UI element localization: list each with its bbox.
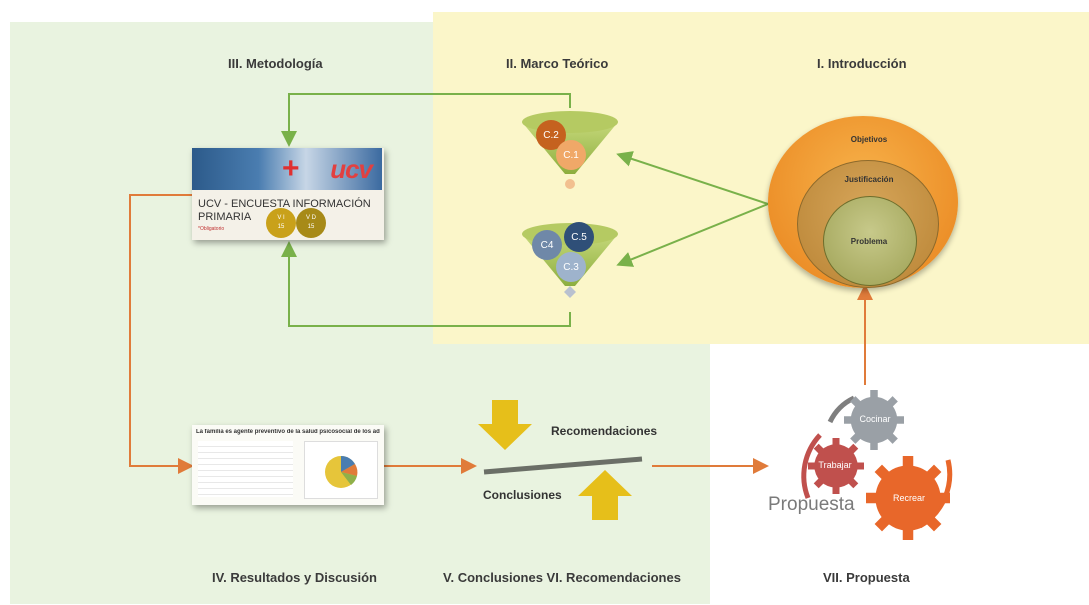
report-chart-frame	[304, 441, 378, 499]
variable-independent-badge: V I 15	[266, 208, 296, 238]
down-arrow-icon	[478, 400, 532, 450]
cycle-arrow-top-icon	[827, 395, 856, 424]
vi-label: V I	[277, 215, 285, 221]
funnel-bottom-category-c5: C.5	[564, 222, 594, 252]
up-arrow-icon	[578, 470, 632, 520]
arrow-intro-to-funnel-bottom	[616, 203, 769, 267]
intro-label-justification: Justificación	[844, 175, 894, 184]
header-theoretical-framework: II. Marco Teórico	[506, 56, 609, 71]
intro-label-problem: Problema	[850, 237, 888, 246]
proposal-word: Propuesta	[768, 494, 855, 515]
gear-label-cocinar: Cocinar	[859, 414, 891, 424]
report-title: La familia es agente preventivo de la sa…	[196, 429, 380, 435]
report-pie-chart	[325, 455, 358, 488]
report-table	[198, 441, 293, 497]
vd-count: 15	[307, 224, 315, 230]
intro-label-objectives: Objetivos	[850, 135, 888, 144]
arrow-theory-to-methodology-top	[281, 93, 571, 147]
survey-required-note: *Obligatorio	[198, 226, 225, 232]
balance-beam	[483, 456, 643, 475]
funnel-top-category-c1: C.1	[556, 140, 586, 170]
header-results-discussion: IV. Resultados y Discusión	[212, 570, 377, 585]
survey-banner-image: + ucv	[192, 148, 382, 190]
gear-label-trabajar: Trabajar	[818, 460, 852, 470]
balance-illustration	[478, 400, 643, 520]
vd-label: V D	[305, 215, 316, 221]
survey-card: + ucv UCV - ENCUESTA INFORMACIÓN PRIMARI…	[192, 148, 384, 240]
vi-count: 15	[277, 224, 285, 230]
arrow-intro-to-funnel-top	[616, 151, 769, 205]
results-report-card: La familia es agente preventivo de la sa…	[192, 425, 384, 505]
survey-title-line2: PRIMARIA	[198, 211, 252, 223]
funnel-bottom-category-c4: C4	[532, 230, 562, 260]
survey-title: UCV - ENCUESTA INFORMACIÓN PRIMARIA	[198, 198, 371, 224]
arrow-methodology-to-results	[129, 194, 194, 474]
variable-dependent-badge: V D 15	[296, 208, 326, 238]
survey-title-line1: UCV - ENCUESTA INFORMACIÓN	[198, 198, 371, 210]
label-conclusions: Conclusiones	[483, 488, 562, 502]
intro-inner-circle	[823, 196, 917, 286]
ucv-logo: ucv	[330, 154, 373, 184]
header-conclusions-recommendations: V. Conclusiones VI. Recomendaciones	[443, 570, 681, 585]
cycle-arrow-left-icon	[801, 433, 822, 499]
label-recommendations: Recomendaciones	[551, 424, 658, 438]
proposal-gears	[801, 390, 953, 540]
cross-icon: +	[282, 152, 300, 185]
funnel-bottom-category-c3: C.3	[556, 252, 586, 282]
header-introduction: I. Introducción	[817, 56, 907, 71]
gear-label-recrear: Recrear	[892, 493, 925, 503]
header-methodology: III. Metodología	[228, 56, 323, 71]
header-proposal: VII. Propuesta	[823, 570, 910, 585]
theory-introduction-region	[433, 12, 1089, 344]
arrow-theory-to-methodology-bottom	[281, 241, 571, 327]
